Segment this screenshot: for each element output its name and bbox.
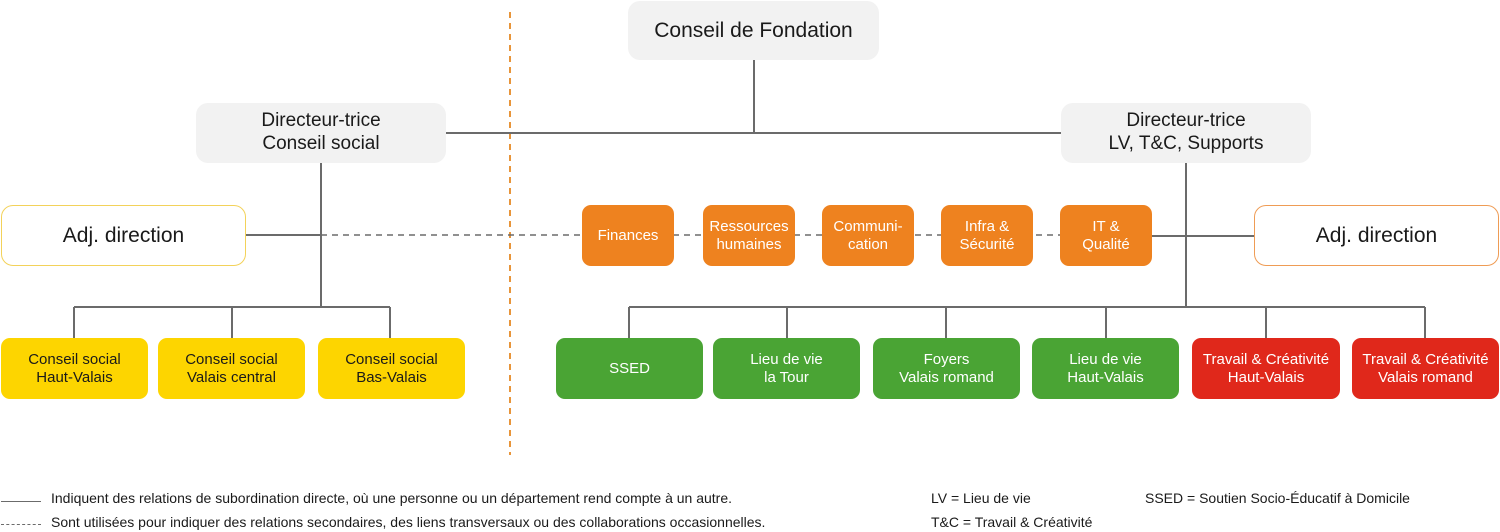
legend-dashed-line-sample bbox=[1, 524, 41, 525]
unit-label: Lieu de vie bbox=[750, 350, 823, 368]
support-label: Communi- bbox=[833, 218, 903, 236]
social-unit-label: Conseil social bbox=[185, 350, 278, 368]
unit-label: Lieu de vie bbox=[1069, 350, 1142, 368]
support-label: Infra & bbox=[964, 218, 1010, 236]
director-supports-box: Directeur-trice LV, T&C, Supports bbox=[1061, 103, 1311, 163]
support-label: Ressources bbox=[709, 218, 789, 236]
social-unit-label: Bas-Valais bbox=[356, 368, 427, 386]
unit-ssed: SSED bbox=[556, 338, 703, 399]
unit-lieu-de-vie-la-tour: Lieu de vie la Tour bbox=[713, 338, 860, 399]
support-label: cation bbox=[847, 235, 889, 253]
legend-solid-text: Indiquent des relations de subordination… bbox=[51, 490, 733, 506]
unit-foyers-valais-romand: Foyers Valais romand bbox=[873, 338, 1020, 399]
support-label: Sécurité bbox=[959, 235, 1015, 253]
support-communication: Communi- cation bbox=[822, 205, 914, 266]
unit-label: Valais romand bbox=[1378, 368, 1473, 386]
board-label: Conseil de Fondation bbox=[654, 18, 853, 42]
legend-abbr-tc: T&C = Travail & Créativité bbox=[931, 514, 1093, 530]
support-label: humaines bbox=[716, 235, 782, 253]
support-finances: Finances bbox=[582, 205, 674, 266]
unit-label: Foyers bbox=[923, 350, 970, 368]
social-unit-valais-central: Conseil social Valais central bbox=[158, 338, 305, 399]
social-unit-label: Conseil social bbox=[345, 350, 438, 368]
legend-abbr-ssed: SSED = Soutien Socio-Éducatif à Domicile bbox=[1145, 490, 1410, 506]
unit-lieu-de-vie-haut-valais: Lieu de vie Haut-Valais bbox=[1032, 338, 1179, 399]
legend-dashed-text: Sont utilisées pour indiquer des relatio… bbox=[51, 514, 766, 530]
adj-direction-left: Adj. direction bbox=[1, 205, 246, 266]
social-unit-bas-valais: Conseil social Bas-Valais bbox=[318, 338, 465, 399]
social-unit-label: Conseil social bbox=[28, 350, 121, 368]
unit-tc-valais-romand: Travail & Créativité Valais romand bbox=[1352, 338, 1499, 399]
unit-label: Travail & Créativité bbox=[1362, 350, 1489, 368]
social-unit-label: Valais central bbox=[187, 368, 276, 386]
support-it-quality: IT & Qualité bbox=[1060, 205, 1152, 266]
director-supports-line2: LV, T&C, Supports bbox=[1108, 133, 1264, 154]
unit-label: Travail & Créativité bbox=[1202, 350, 1330, 368]
unit-label: Haut-Valais bbox=[1067, 368, 1144, 386]
adj-direction-right: Adj. direction bbox=[1254, 205, 1499, 266]
support-label: Qualité bbox=[1082, 235, 1130, 253]
unit-label: Valais romand bbox=[899, 368, 994, 386]
unit-label: SSED bbox=[609, 359, 650, 377]
director-social-line1: Directeur-trice bbox=[261, 110, 381, 132]
director-social-box: Directeur-trice Conseil social bbox=[196, 103, 446, 163]
unit-label: la Tour bbox=[764, 368, 809, 386]
director-supports-line1: Directeur-trice bbox=[1126, 110, 1246, 132]
legend-solid-line-sample bbox=[1, 501, 41, 502]
adj-direction-right-label: Adj. direction bbox=[1315, 223, 1438, 247]
support-label: Finances bbox=[597, 226, 659, 244]
adj-direction-left-label: Adj. direction bbox=[62, 223, 185, 247]
unit-tc-haut-valais: Travail & Créativité Haut-Valais bbox=[1192, 338, 1340, 399]
unit-label: Haut-Valais bbox=[1227, 368, 1305, 386]
support-hr: Ressources humaines bbox=[703, 205, 795, 266]
social-unit-haut-valais: Conseil social Haut-Valais bbox=[1, 338, 148, 399]
board-box: Conseil de Fondation bbox=[628, 1, 879, 60]
support-infra-security: Infra & Sécurité bbox=[941, 205, 1033, 266]
legend-abbr-lv: LV = Lieu de vie bbox=[931, 490, 1031, 506]
director-social-line2: Conseil social bbox=[262, 133, 380, 154]
social-unit-label: Haut-Valais bbox=[36, 368, 113, 386]
support-label: IT & bbox=[1092, 218, 1120, 236]
